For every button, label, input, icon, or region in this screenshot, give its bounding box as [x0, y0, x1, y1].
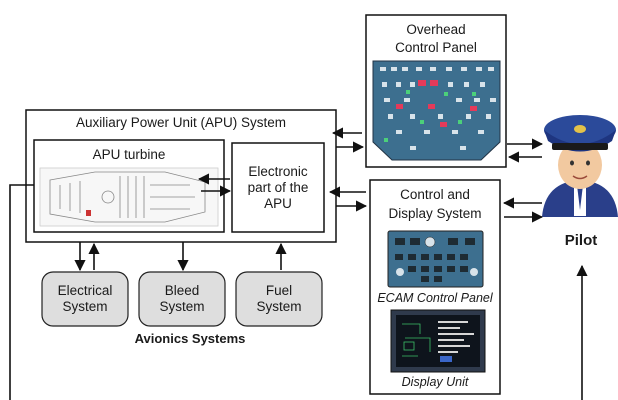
bleed-system-box — [138, 271, 226, 327]
electronic-part-label: Electronic part of the APU — [247, 163, 309, 211]
overhead-panel-image — [372, 60, 501, 161]
ecam-caption: ECAM Control Panel — [377, 291, 493, 305]
connector-arrows — [9, 127, 588, 400]
ecam-panel-image — [387, 230, 484, 288]
overhead-title-line2: Control Panel — [395, 40, 477, 55]
electrical-system-box — [41, 271, 129, 327]
fuel-system-box — [235, 271, 323, 327]
electronic-part-box — [231, 142, 325, 233]
control-display-title-line1: Control and — [400, 187, 470, 202]
bleed-system-label: Bleed System — [159, 283, 205, 314]
overhead-title-line1: Overhead — [406, 22, 466, 37]
electrical-system-label: Electrical System — [57, 283, 113, 314]
turbine-image — [39, 167, 219, 227]
control-display-title-line2: Display System — [388, 206, 482, 221]
display-unit-caption: Display Unit — [401, 375, 469, 389]
pilot-icon — [542, 115, 618, 217]
fuel-system-label: Fuel System — [256, 283, 302, 314]
display-unit-image — [390, 309, 486, 373]
apu-system-title: Auxiliary Power Unit (APU) System — [75, 115, 287, 130]
avionics-systems-title: Avionics Systems — [134, 331, 246, 346]
apu-turbine-label: APU turbine — [92, 147, 166, 162]
pilot-label: Pilot — [564, 232, 598, 249]
